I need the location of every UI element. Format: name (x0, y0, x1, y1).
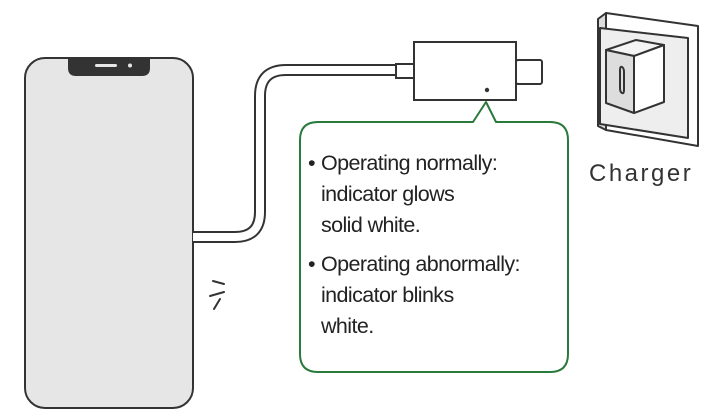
phone (24, 57, 194, 409)
status-abnormal: • Operating abnormally: indicator blinks… (308, 249, 568, 342)
indicator-light (484, 87, 490, 93)
bullet: • (308, 252, 316, 276)
charger-brick (605, 39, 665, 114)
charger-label: Charger (589, 160, 694, 187)
status-abnormal-line-2: indicator blinks (321, 283, 454, 307)
charging-module (395, 41, 543, 101)
wall-charger (597, 12, 699, 147)
bullet: • (308, 151, 316, 175)
usb-c-plug (515, 59, 543, 85)
vibration-marks (209, 280, 225, 310)
status-normal-line-3: solid white. (321, 213, 421, 237)
callout-text: • Operating normally: indicator glows so… (308, 148, 568, 350)
callout-bubble (299, 101, 569, 373)
status-normal: • Operating normally: indicator glows so… (308, 148, 568, 241)
charging-cable (193, 64, 396, 243)
phone-speaker (95, 64, 117, 67)
usb-c-port-icon (619, 65, 625, 95)
status-abnormal-line-3: white. (321, 314, 374, 338)
phone-camera (128, 63, 132, 68)
status-abnormal-line-1: Operating abnormally: (321, 252, 521, 276)
status-normal-line-1: Operating normally: (321, 151, 498, 175)
status-normal-line-2: indicator glows (321, 182, 455, 206)
